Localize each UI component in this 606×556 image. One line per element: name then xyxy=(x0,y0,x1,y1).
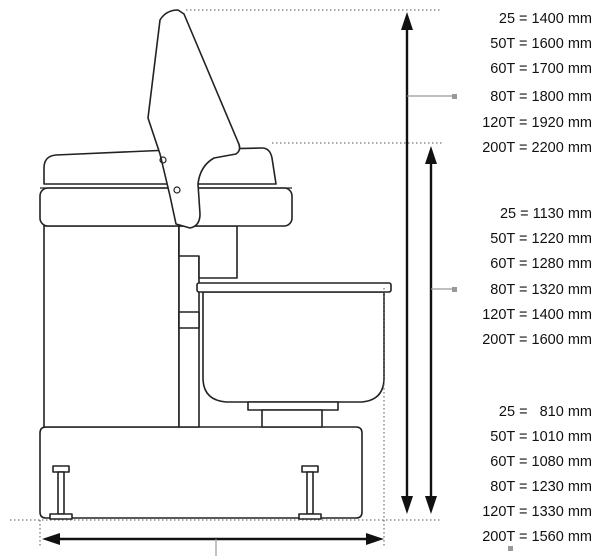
base-width-label: 200T = 1560 mm xyxy=(482,529,592,545)
total-height-labels: 25 = 1400 mm 50T = 1600 mm 60T = 1700 mm… xyxy=(482,11,592,156)
mixer-head xyxy=(39,187,293,227)
closed-height-label: 25 = 1130 mm xyxy=(500,206,592,222)
lid-hinge-upper xyxy=(159,156,167,164)
mixer-base xyxy=(39,426,363,519)
support-clamp xyxy=(178,311,200,329)
closed-height-label: 80T = 1320 mm xyxy=(490,282,592,298)
bowl-pedestal xyxy=(261,409,323,428)
right-foot xyxy=(298,465,322,520)
reference-lines xyxy=(10,9,442,548)
closed-height-label: 50T = 1220 mm xyxy=(490,231,592,247)
total-height-label: 80T = 1800 mm xyxy=(490,89,592,105)
mixing-bowl xyxy=(202,291,385,403)
closed-height-label: 200T = 1600 mm xyxy=(482,332,592,348)
base-width-label: 80T = 1230 mm xyxy=(490,479,592,495)
base-width-label: 50T = 1010 mm xyxy=(490,429,592,445)
mixer-machine xyxy=(39,9,392,520)
total-height-arrow xyxy=(401,12,413,514)
base-width-label: 120T = 1330 mm xyxy=(482,504,592,520)
left-foot xyxy=(49,465,73,520)
total-height-label: 50T = 1600 mm xyxy=(490,36,592,52)
bowl-rim xyxy=(196,282,392,293)
safety-lid xyxy=(147,9,241,229)
leader-lines xyxy=(215,94,513,556)
total-height-label: 60T = 1700 mm xyxy=(490,61,592,77)
closed-height-label: 60T = 1280 mm xyxy=(490,256,592,272)
closed-height-labels: 25 = 1130 mm 50T = 1220 mm 60T = 1280 mm… xyxy=(482,206,592,348)
mixer-column xyxy=(43,225,180,428)
closed-height-arrow xyxy=(425,146,437,514)
total-height-label: 25 = 1400 mm xyxy=(499,11,592,27)
total-height-label: 200T = 2200 mm xyxy=(482,140,592,156)
bowl-foot xyxy=(247,401,339,411)
base-width-labels: 25 = 810 mm 50T = 1010 mm 60T = 1080 mm … xyxy=(482,404,592,545)
closed-height-label: 120T = 1400 mm xyxy=(482,307,592,323)
lid-hinge-lower xyxy=(173,186,181,194)
base-width-arrow xyxy=(42,533,384,545)
total-height-label: 120T = 1920 mm xyxy=(482,115,592,131)
base-width-label: 60T = 1080 mm xyxy=(490,454,592,470)
base-width-label: 25 = 810 mm xyxy=(499,404,592,420)
